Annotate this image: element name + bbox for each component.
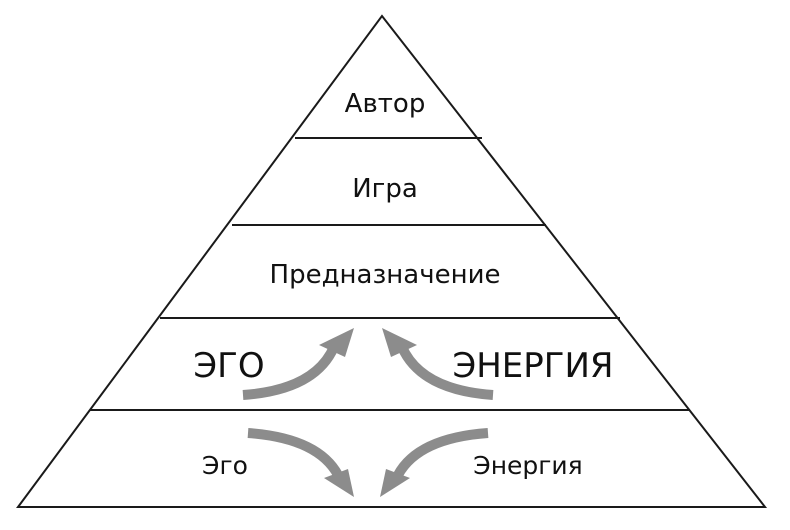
arrow-down-right-icon	[380, 428, 489, 497]
arrow-up-right-icon	[382, 328, 494, 400]
level-energy-lower-label: Энергия	[473, 451, 582, 480]
level-game-label: Игра	[352, 174, 418, 204]
pyramid-outline	[16, 14, 768, 508]
level-ego-upper-label: ЭГО	[193, 346, 264, 386]
level-author-label: Автор	[345, 89, 426, 119]
level-ego-lower-label: Эго	[202, 451, 248, 480]
level-energy-upper-label: ЭНЕРГИЯ	[452, 346, 613, 386]
arrow-down-left-icon	[247, 428, 354, 497]
level-purpose-label: Предназначение	[270, 260, 501, 290]
arrow-up-left-icon	[242, 328, 354, 400]
